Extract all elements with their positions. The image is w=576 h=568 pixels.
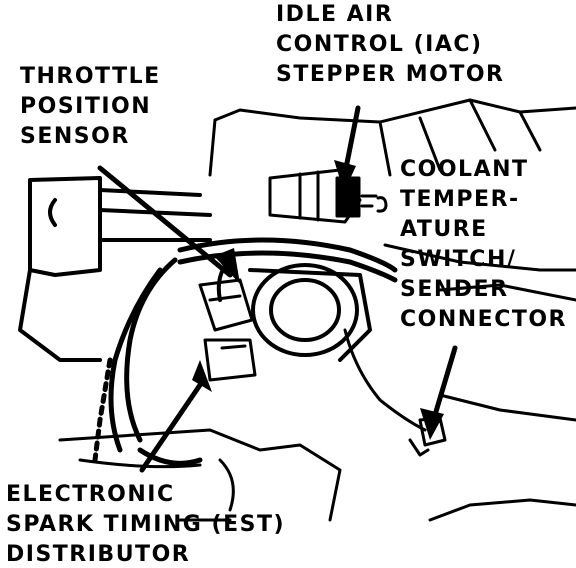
tps-connector — [198, 278, 257, 382]
arrowhead-iac — [334, 160, 356, 192]
tps-label-line: THROTTLE — [20, 64, 161, 89]
arrowhead-coolant — [420, 408, 444, 440]
manifold-outline — [208, 98, 576, 522]
iac-label: IDLE AIR CONTROL (IAC) STEPPER MOTOR — [276, 0, 505, 90]
est-label-line: SPARK TIMING (EST) — [6, 512, 286, 537]
left-bracket — [18, 176, 212, 362]
tps-label: THROTTLE POSITION SENSOR — [20, 62, 161, 152]
arrow-tps — [97, 165, 233, 278]
iac-label-line: IDLE AIR — [276, 2, 394, 27]
arrowhead-tps — [214, 248, 240, 284]
arrow-est — [139, 382, 203, 473]
coolant-label-line: ATURE — [400, 217, 488, 242]
coolant-label-line: SWITCH/ — [400, 247, 517, 272]
tps-label-line: POSITION — [20, 94, 152, 119]
iac-label-line: STEPPER MOTOR — [276, 62, 505, 87]
coolant-label-line: COOLANT — [400, 157, 529, 182]
tps-label-line: SENSOR — [20, 124, 130, 149]
coolant-label: COOLANT TEMPER- ATURE SWITCH/ SENDER CON… — [400, 155, 567, 335]
coolant-label-line: CONNECTOR — [400, 307, 567, 332]
iac-motor — [268, 168, 388, 224]
iac-label-line: CONTROL (IAC) — [276, 32, 483, 57]
coolant-label-line: TEMPER- — [400, 187, 520, 212]
arrow-heads — [192, 160, 444, 440]
est-label-line: ELECTRONIC — [6, 482, 175, 507]
coolant-label-line: SENDER — [400, 277, 509, 302]
est-label-line: DISTRIBUTOR — [6, 542, 191, 567]
arrowhead-est — [192, 360, 212, 392]
est-label: ELECTRONIC SPARK TIMING (EST) DISTRIBUTO… — [6, 480, 285, 568]
